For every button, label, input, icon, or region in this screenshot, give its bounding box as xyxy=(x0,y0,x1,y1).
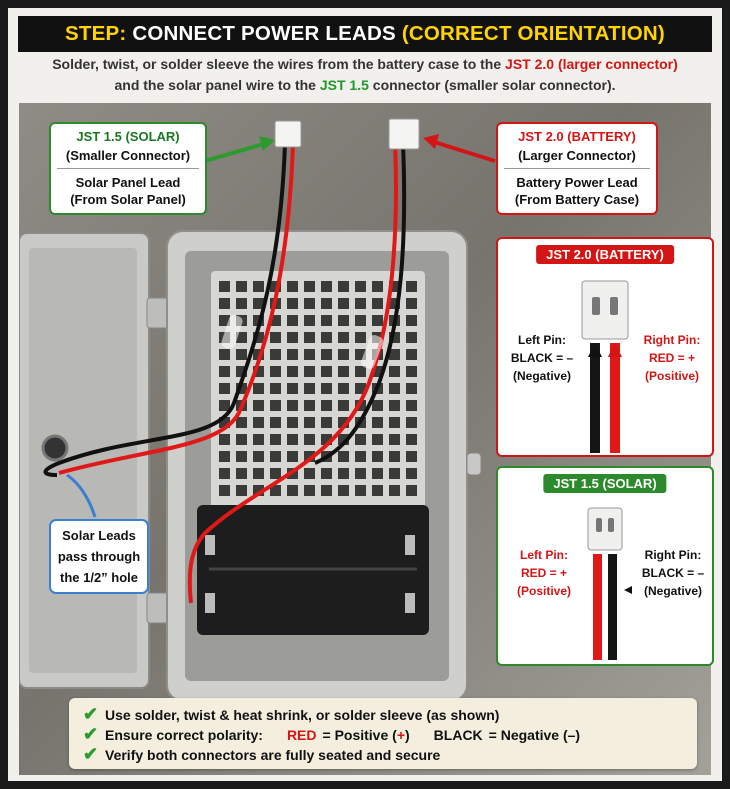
battery-callout: JST 2.0 (BATTERY) (Larger Connector) Bat… xyxy=(496,122,658,215)
check-icon: ✔ xyxy=(83,724,99,744)
battery-left-pin: Left Pin: BLACK = – (Negative) xyxy=(510,333,574,383)
checklist-item-2: ✔ Ensure correct polarity: RED = Positiv… xyxy=(83,724,581,744)
hole-arrow xyxy=(66,473,97,518)
step-highlight: (CORRECT ORIENTATION) xyxy=(401,22,665,45)
battery-pin-title: JST 2.0 (BATTERY) xyxy=(536,245,674,264)
subtitle-line2: and the solar panel wire to the xyxy=(114,77,316,93)
solar-pin-diagram xyxy=(587,507,632,660)
checklist: ✔ Use solder, twist & heat shrink, or so… xyxy=(69,698,697,769)
battery-arrow xyxy=(430,139,496,163)
leads-line2: pass through xyxy=(57,549,141,564)
mounting-plate xyxy=(211,271,425,511)
infographic-frame: STEP: CONNECT POWER LEADS (CORRECT ORIEN… xyxy=(8,8,722,781)
jst15-plug xyxy=(587,507,623,551)
solar-red-lead xyxy=(593,554,602,660)
solar-callout-subtitle: (Smaller Connector) xyxy=(65,148,191,163)
solar-black-wire xyxy=(43,142,287,477)
solar-callout: JST 1.5 (SOLAR) (Smaller Connector) Sola… xyxy=(49,122,207,215)
subtitle-line1: Solder, twist, or solder sleeve the wire… xyxy=(52,56,502,72)
solar-black-lead xyxy=(608,554,617,660)
solar-callout-body1: Solar Panel Lead xyxy=(75,175,181,190)
step-label: STEP: xyxy=(65,22,127,45)
solar-pin-title: JST 1.5 (SOLAR) xyxy=(543,474,667,493)
jst20-connector xyxy=(388,118,420,150)
check-icon: ✔ xyxy=(83,704,99,724)
step-title: CONNECT POWER LEADS xyxy=(132,22,396,45)
leads-line3: the 1/2” hole xyxy=(59,570,139,585)
solar-pin-panel: JST 1.5 (SOLAR) Left Pin: RED = + (Posit… xyxy=(496,466,714,666)
solar-red-wire xyxy=(58,142,295,475)
battery-black-wire xyxy=(314,142,407,465)
jst15-connector xyxy=(274,120,302,148)
step-header: STEP: CONNECT POWER LEADS (CORRECT ORIEN… xyxy=(18,16,712,52)
battery-callout-subtitle: (Larger Connector) xyxy=(518,148,636,163)
solar-callout-body2: (From Solar Panel) xyxy=(70,192,186,207)
battery-callout-body2: (From Battery Case) xyxy=(514,192,640,207)
checklist-item-1: ✔ Use solder, twist & heat shrink, or so… xyxy=(83,704,500,724)
battery-callout-body1: Battery Power Lead xyxy=(516,175,638,190)
subtitle-line2-end: connector (smaller solar connector). xyxy=(372,77,616,93)
leads-line1: Solar Leads xyxy=(62,528,136,543)
solar-right-pin: Right Pin: BLACK = – (Negative) xyxy=(641,548,705,598)
battery-red-lead xyxy=(610,343,620,453)
battery-right-pin: Right Pin: RED = + (Positive) xyxy=(643,333,701,383)
solar-arrow xyxy=(204,141,268,163)
battery-pin-diagram xyxy=(581,280,629,453)
solar-leads-callout: Solar Leads pass through the 1/2” hole xyxy=(49,519,149,594)
instruction-text: Solder, twist, or solder sleeve the wire… xyxy=(28,54,702,96)
subtitle-jst15: JST 1.5 xyxy=(319,77,369,93)
solar-callout-title: JST 1.5 (SOLAR) xyxy=(76,129,180,144)
battery-pin-panel: JST 2.0 (BATTERY) Left Pin: BLACK = – (N… xyxy=(496,237,714,457)
battery-red-wire xyxy=(187,142,398,604)
checklist-item-3: ✔ Verify both connectors are fully seate… xyxy=(83,744,441,764)
battery-black-lead xyxy=(590,343,600,453)
jst20-plug xyxy=(581,280,629,340)
subtitle-jst20: JST 2.0 (larger connector) xyxy=(505,56,678,72)
cable-hole xyxy=(41,434,69,462)
solar-left-pin: Left Pin: RED = + (Positive) xyxy=(516,548,571,598)
check-icon: ✔ xyxy=(83,744,99,764)
battery-callout-title: JST 2.0 (BATTERY) xyxy=(518,129,636,144)
